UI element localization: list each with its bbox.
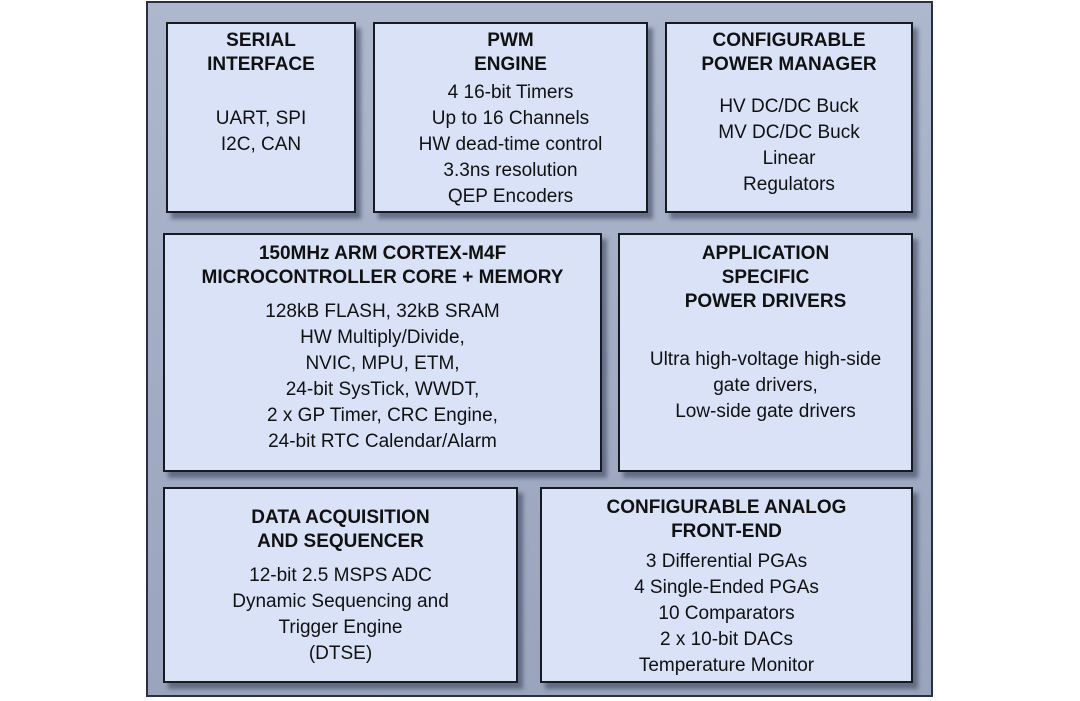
block-title-pwm-engine: PWM ENGINE xyxy=(474,30,547,75)
block-title-microcontroller-core-memory: 150MHz ARM CORTEX-M4F MICROCONTROLLER CO… xyxy=(201,243,564,288)
block-body-application-specific-power-drivers: Ultra high-voltage high-side gate driver… xyxy=(649,349,882,422)
block-body-configurable-power-manager: HV DC/DC Buck MV DC/DC Buck Linear Regul… xyxy=(718,96,860,195)
block-data-acquisition-and-sequencer: DATA ACQUISITION AND SEQUENCER 12-bit 2.… xyxy=(163,487,518,683)
soc-block-diagram-canvas: SERIAL INTERFACE UART, SPI I2C, CAN PWM … xyxy=(146,1,933,697)
block-body-configurable-analog-front-end: 3 Differential PGAs 4 Single-Ended PGAs … xyxy=(634,551,819,676)
block-body-pwm-engine: 4 16-bit Timers Up to 16 Channels HW dea… xyxy=(418,82,603,207)
block-serial-interface: SERIAL INTERFACE UART, SPI I2C, CAN xyxy=(166,22,356,213)
block-body-data-acquisition-and-sequencer: 12-bit 2.5 MSPS ADC Dynamic Sequencing a… xyxy=(232,565,449,664)
block-title-configurable-analog-front-end: CONFIGURABLE ANALOG FRONT-END xyxy=(606,497,847,542)
block-body-microcontroller-core-memory: 128kB FLASH, 32kB SRAM HW Multiply/Divid… xyxy=(265,301,500,452)
block-title-configurable-power-manager: CONFIGURABLE POWER MANAGER xyxy=(701,30,877,75)
block-title-serial-interface: SERIAL INTERFACE xyxy=(207,30,315,75)
block-pwm-engine: PWM ENGINE 4 16-bit Timers Up to 16 Chan… xyxy=(373,22,648,213)
block-configurable-analog-front-end: CONFIGURABLE ANALOG FRONT-END 3 Differen… xyxy=(540,487,913,683)
block-microcontroller-core-memory: 150MHz ARM CORTEX-M4F MICROCONTROLLER CO… xyxy=(163,233,602,472)
block-title-data-acquisition-and-sequencer: DATA ACQUISITION AND SEQUENCER xyxy=(251,507,430,552)
block-configurable-power-manager: CONFIGURABLE POWER MANAGER HV DC/DC Buck… xyxy=(665,22,913,213)
block-application-specific-power-drivers: APPLICATION SPECIFIC POWER DRIVERS Ultra… xyxy=(618,233,913,472)
block-title-application-specific-power-drivers: APPLICATION SPECIFIC POWER DRIVERS xyxy=(684,243,847,312)
block-body-serial-interface: UART, SPI I2C, CAN xyxy=(215,108,307,155)
